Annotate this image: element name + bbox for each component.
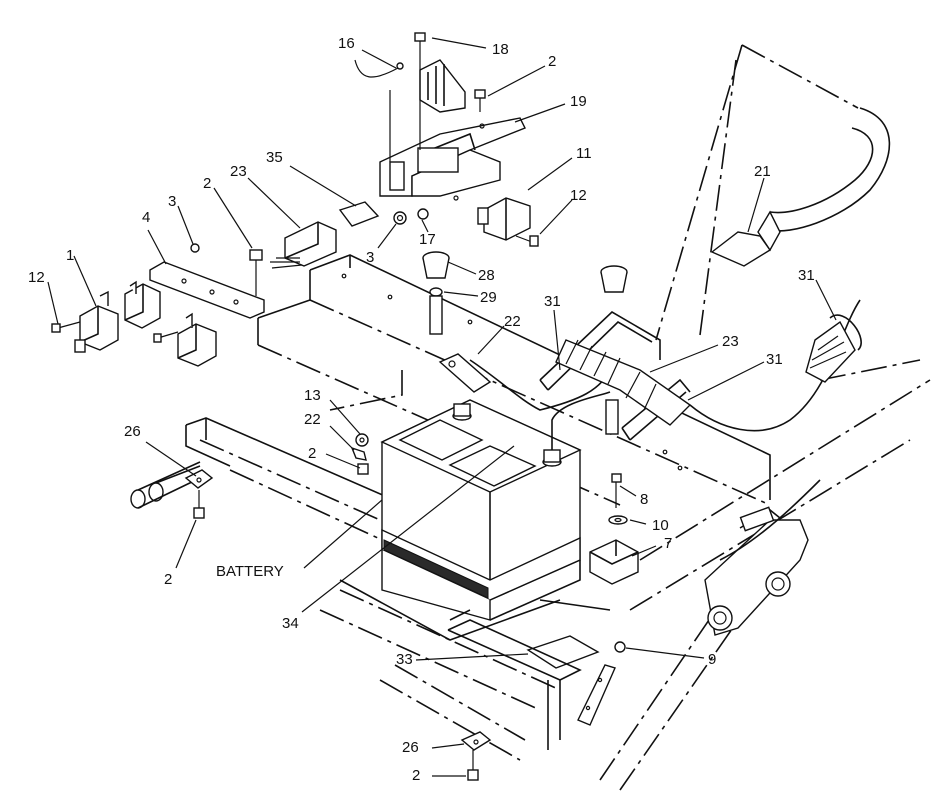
callout-22: 22 [304,411,321,428]
battery [380,399,582,621]
lower-frame-tube [130,417,441,521]
bolt-18 [414,32,426,60]
callout-3: 3 [366,249,374,266]
hold-down-right [600,265,628,435]
callout-12: 12 [570,187,587,204]
callout-26: 26 [124,423,141,440]
grommet-31 [805,314,862,383]
top-cover [419,59,466,113]
callout-21: 21 [754,163,771,180]
callout-17: 17 [419,231,436,248]
bolt-2-left [193,490,205,519]
relay-middle [124,280,161,329]
clamp-26-lower [460,731,492,751]
battery-tray [339,579,611,641]
battery-cable [438,353,611,450]
callout-2: 2 [308,445,316,462]
callout-4: 4 [142,209,150,226]
callout-18: 18 [492,41,509,58]
bolt-12-left [51,321,81,333]
callout-11: 11 [576,145,592,162]
nut-13 [355,433,369,447]
callout-26: 26 [402,739,419,756]
clamp-26-upper [184,469,214,489]
bolt-2-bottom [467,750,479,781]
bolt-8 [611,473,622,508]
connector-23 [270,221,337,269]
callout-22: 22 [504,313,521,330]
harness-hose-21 [710,107,891,267]
relay-11 [477,197,531,241]
decal-33 [526,635,600,669]
relay-1 [74,290,119,353]
bolt-2-top [474,89,486,112]
callout-2: 2 [412,767,420,784]
callout-labels: 16 18 2 19 11 12 35 23 2 3 3 17 4 1 12 2… [28,35,815,784]
callout-12: 12 [28,269,45,286]
callout-19: 19 [570,93,587,110]
callout-13: 13 [304,387,321,404]
bolt-2-mid [249,249,263,296]
callout-34: 34 [282,615,299,632]
lower-bracket [447,619,582,750]
nut-17 [417,208,429,220]
relay-mount-plate-4 [149,261,265,319]
callout-3: 3 [168,193,176,210]
callout-10: 10 [652,517,669,534]
plate-lower-right [577,664,616,726]
callout-23: 23 [230,163,247,180]
callout-23: 23 [722,333,739,350]
callout-28: 28 [478,267,495,284]
callout-31: 31 [544,293,561,310]
washer-22 [350,446,367,461]
callout-1: 1 [66,247,74,264]
bolt-2-battery [357,463,369,475]
callout-2: 2 [164,571,172,588]
side-plate [704,479,821,636]
callout-31: 31 [798,267,815,284]
leader-lines [47,37,837,777]
callout-16: 16 [338,35,355,52]
callout-9: 9 [708,651,716,668]
callout-2: 2 [203,175,211,192]
callout-2: 2 [548,53,556,70]
callout-33: 33 [396,651,413,668]
harness-23 [555,299,861,432]
hold-down-28 [422,251,450,335]
callout-29: 29 [480,289,497,306]
callout-31: 31 [766,351,783,368]
wire-16 [354,59,421,162]
callout-7: 7 [664,535,672,552]
nut-9 [614,641,626,653]
bolt-12-right [515,235,539,247]
relay-mount-bracket [379,117,526,201]
screw-lower-relay [153,331,179,343]
washer-10 [608,515,628,525]
decal-35 [338,201,380,227]
block-7 [589,539,639,585]
nut-3-center [393,211,407,225]
callout-battery: BATTERY [216,563,284,580]
screw-3-left [190,243,200,253]
callout-8: 8 [640,491,648,508]
callout-35: 35 [266,149,283,166]
relay-lower [177,312,217,367]
